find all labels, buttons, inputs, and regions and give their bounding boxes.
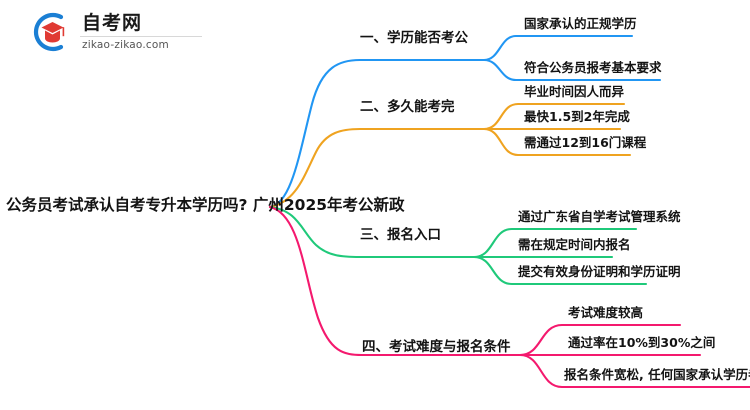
mindmap-branch-4-child-2: 通过率在10%到30%之间 [568, 335, 716, 350]
edge-branch-3-to-child-3 [472, 255, 648, 286]
edge-root-to-branch-4 [268, 205, 472, 357]
edge-branch-1-to-child-1 [482, 34, 634, 62]
edge-root-to-branch-2 [268, 127, 472, 209]
edge-branch-1-to-child-2 [482, 58, 662, 82]
logo-wordmark: 自考网 [82, 12, 143, 34]
mindmap-branch-3-child-1: 通过广东省自学考试管理系统 [518, 209, 681, 224]
mindmap-branch-1-child-2: 符合公务员报考基本要求 [524, 60, 662, 75]
mindmap-branch-4-child-3: 报名条件宽松, 任何国家承认学历者均可报名 [564, 367, 750, 382]
edge-branch-2-to-child-3 [482, 127, 632, 157]
mindmap-branch-3-child-3: 提交有效身份证明和学历证明 [518, 264, 681, 279]
mindmap-branch-2-child-1: 毕业时间因人而异 [524, 84, 625, 99]
site-logo: 自考网 zikao-zikao.com [28, 8, 228, 56]
mindmap-branch-1: 一、学历能否考公 [360, 30, 468, 46]
edge-root-to-branch-1 [268, 58, 472, 209]
logo-domain: zikao-zikao.com [82, 39, 169, 51]
mindmap-branch-2: 二、多久能考完 [360, 99, 455, 115]
edge-root-to-branch-3 [268, 205, 462, 259]
edge-branch-4-to-child-3 [518, 353, 750, 389]
mindmap-branch-3-child-2: 需在规定时间内报名 [518, 237, 631, 252]
mindmap-branch-4-child-1: 考试难度较高 [568, 305, 644, 320]
mindmap-branch-2-child-2: 最快1.5到2年完成 [524, 109, 630, 124]
logo-divider [80, 36, 202, 37]
mindmap-branch-4: 四、考试难度与报名条件 [362, 339, 511, 355]
mindmap-branch-3: 三、报名入口 [360, 227, 441, 243]
mindmap-branch-2-child-3: 需通过12到16门课程 [524, 135, 647, 150]
graduation-cap-icon [33, 12, 65, 52]
mindmap-branch-1-child-1: 国家承认的正规学历 [524, 16, 637, 31]
mindmap-root-node: 公务员考试承认自考专升本学历吗? 广州2025年考公新政 [6, 196, 405, 214]
